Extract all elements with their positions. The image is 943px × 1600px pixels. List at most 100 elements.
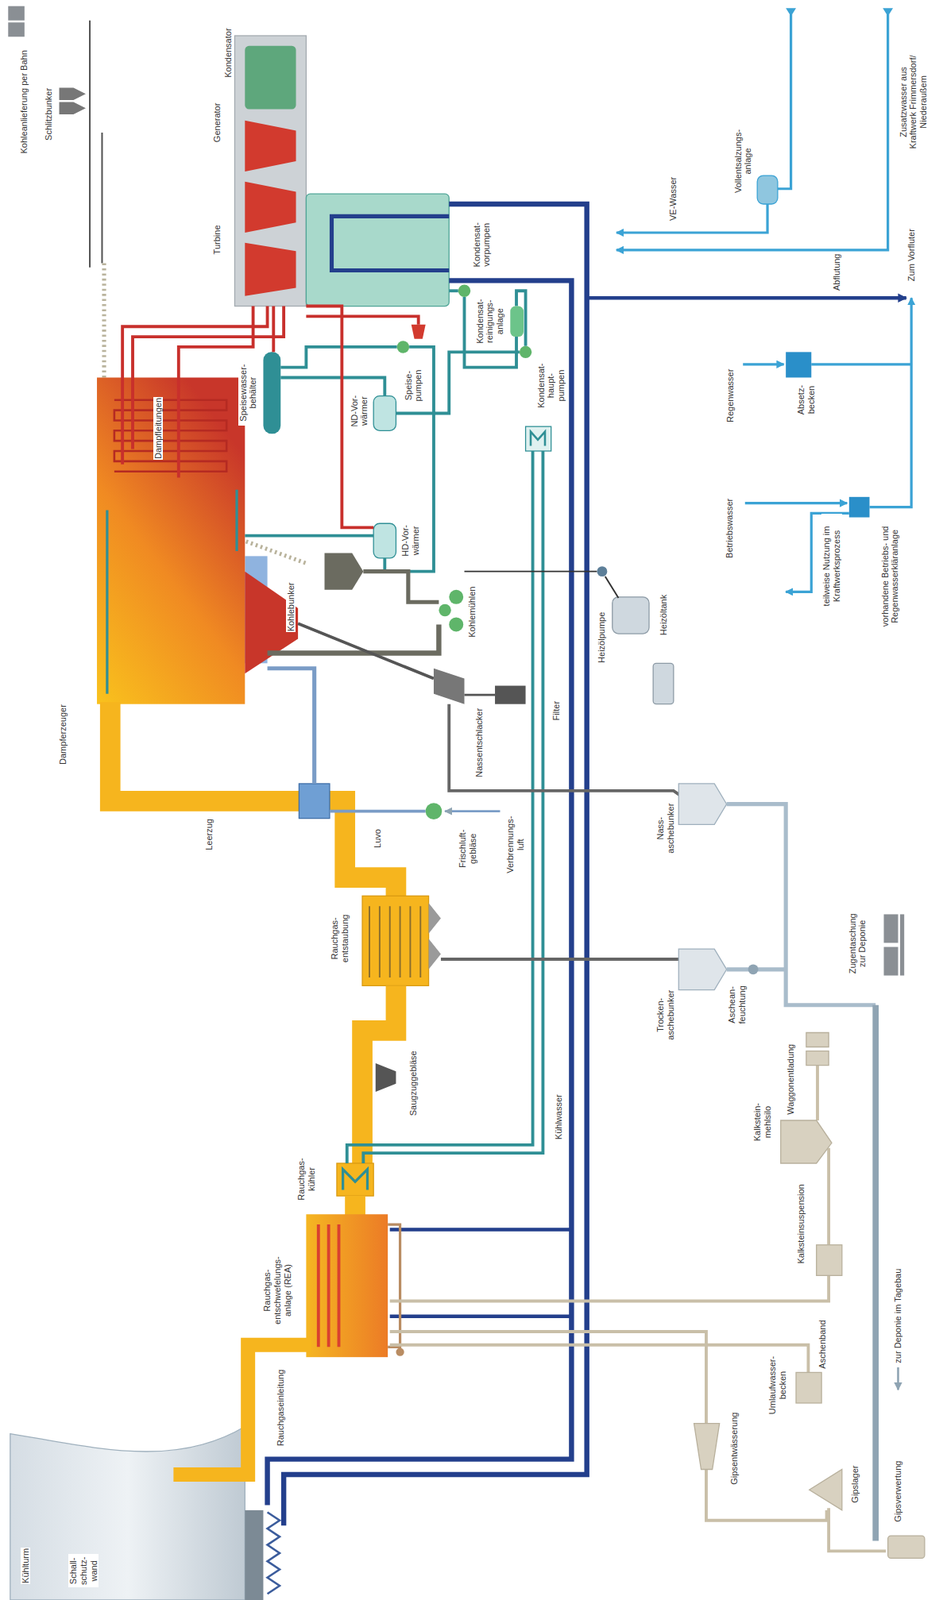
- gypsum-line: [390, 1332, 707, 1425]
- gypsum-truck: [888, 1536, 925, 1559]
- makeup-line: [777, 14, 792, 190]
- component-label: Betriebswasser: [724, 498, 735, 560]
- coal-bunker: [324, 553, 364, 591]
- blowdown-line: [587, 296, 907, 300]
- hot-air-line: [267, 668, 315, 785]
- pump-symbol: [458, 285, 471, 298]
- component-label: Verbrennungs-luft: [505, 812, 526, 878]
- component-label: Abflutung: [831, 253, 843, 292]
- component-label: Zum Vorfluter: [906, 228, 917, 283]
- component-label: Waggonentladung: [785, 1043, 797, 1117]
- component-label: Rauchgas-kühler: [296, 1157, 317, 1203]
- boiler-funnel: [244, 571, 298, 675]
- settling-basin: [785, 351, 812, 378]
- rainwater-line: [742, 363, 784, 366]
- heat-exchanger-symbol: [530, 432, 545, 447]
- flue-duct: [328, 801, 397, 899]
- component-label: Zusatzwasser aus Kraftwerk Frimmersdorf/…: [898, 47, 929, 157]
- cooling-water-line: [267, 280, 572, 1506]
- service-water-line: [745, 502, 847, 505]
- component-label: Aschenband: [817, 1319, 828, 1370]
- component-label: Kohleanlieferung per Bahn: [19, 49, 30, 155]
- dry-ash-line: [440, 958, 679, 962]
- slag-line: [297, 623, 434, 679]
- coal-mills: [438, 590, 464, 633]
- component-label: Rauchgas-entschwefelungs-anlage (REA): [262, 1254, 293, 1328]
- mill-symbol: [448, 617, 464, 632]
- component-label: Kondensat-vorpumpen: [471, 218, 492, 272]
- coal-line: [363, 571, 439, 603]
- train-icon: [7, 6, 25, 38]
- component-label: Kühlturm: [20, 1548, 31, 1585]
- rail-line: [89, 20, 102, 268]
- ash-train: [883, 914, 905, 976]
- limestone-silo: [780, 1120, 832, 1164]
- steam-line: [305, 306, 374, 529]
- pump-symbol: [519, 346, 532, 359]
- desulphurisation-tower: [305, 1214, 388, 1358]
- feedwater-line: [244, 534, 374, 538]
- component-label: Gipsentwässerung: [729, 1412, 740, 1487]
- mill-symbol: [438, 604, 451, 617]
- electrostatic-precipitator: [362, 896, 429, 986]
- component-label: Vollentsalzungs-anlage: [733, 124, 754, 198]
- circulation-line: [390, 1345, 809, 1374]
- rail: [900, 914, 905, 976]
- slurry-loop: [387, 1225, 400, 1348]
- component-label: Schlitzbunker: [43, 87, 55, 142]
- treatment-plant: [849, 497, 870, 518]
- component-label: Rauchgaseinleitung: [275, 1369, 286, 1449]
- feedwater-lines: [244, 290, 543, 1164]
- flue-duct: [362, 985, 396, 1166]
- limestone-line: [815, 1066, 820, 1121]
- mill-symbol: [448, 590, 464, 605]
- condensate-polishing: [510, 306, 524, 338]
- wet-slag-remover: [433, 668, 465, 705]
- component-label: Speisewasser-behälter: [238, 360, 259, 426]
- component-label: Filter: [551, 700, 562, 722]
- component-label: Luvo: [372, 828, 383, 850]
- oil-line: [464, 571, 619, 599]
- oil-pump: [597, 566, 608, 577]
- slot-bunker: [59, 88, 86, 115]
- heat-exchanger: [525, 426, 552, 452]
- component-label: Trocken-aschebunker: [655, 986, 676, 1044]
- cooling-water-line: [283, 204, 588, 1527]
- limestone-line: [827, 1148, 831, 1246]
- pump-turbine: [411, 324, 426, 340]
- component-label: Heizöltank: [658, 594, 669, 637]
- flue-gas-inlet-duct: [173, 1345, 311, 1476]
- fresh-air-fan: [425, 803, 443, 820]
- noise-wall: [244, 1511, 263, 1600]
- condenser-tubes: [332, 216, 450, 271]
- component-label: HD-Vor-wärmer: [400, 521, 421, 560]
- drain-line: [811, 363, 912, 366]
- wet-ash-bunker: [678, 784, 727, 825]
- cooling-water-spray: [267, 1512, 280, 1595]
- component-label: Dampfleitungen: [153, 397, 164, 460]
- component-label: zur Deponie im Tagebau: [892, 1268, 904, 1365]
- component-label: Nassentschlacker: [474, 707, 485, 779]
- ash-hopper: [428, 903, 441, 971]
- receiving-water-line: [869, 297, 913, 507]
- lp-preheater: [373, 396, 396, 432]
- feedwater-tank: [262, 351, 281, 434]
- evaporator-wall: [107, 490, 237, 695]
- circulation-basin: [796, 1372, 822, 1404]
- wagon-unloading: [806, 1032, 829, 1066]
- wagon: [7, 6, 25, 21]
- pump-symbol: [397, 340, 410, 353]
- condensate-line: [395, 351, 519, 414]
- component-label: Kohlemühlen: [467, 586, 478, 639]
- flue-gas-cooler: [336, 1163, 374, 1197]
- generator-symbol: [244, 46, 296, 110]
- component-label: VE-Wasser: [668, 176, 679, 222]
- wagon: [7, 22, 25, 37]
- filter-symbol: [494, 686, 526, 705]
- component-label: Dampferzeuger: [57, 703, 69, 766]
- wagon: [883, 947, 898, 977]
- component-label: Frischluft-gebläse: [457, 824, 478, 874]
- flue-duct: [110, 702, 307, 802]
- component-label: Kalkstein-mehlsilo: [752, 1097, 773, 1148]
- component-label: Kondensat-reinigungs-anlage: [475, 294, 506, 348]
